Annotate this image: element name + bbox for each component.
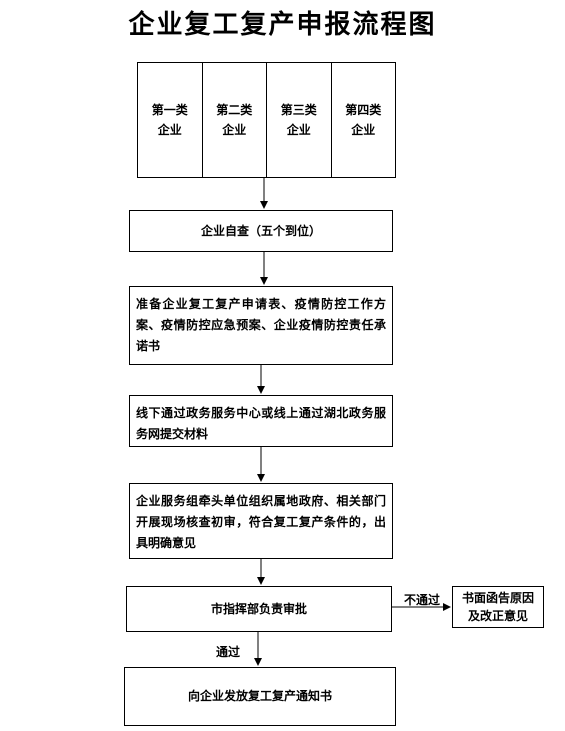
step-reject-text: 书面函告原因及改正意见 [461, 591, 534, 623]
step-inspect: 企业服务组牵头单位组织属地政府、相关部门开展现场核查初审，符合复工复产条件的，出… [129, 483, 393, 559]
step-self-check: 企业自查（五个到位） [129, 210, 393, 252]
category-1-type: 企业 [157, 123, 182, 137]
step-submit-text: 线下通过政务服务中心或线上通过湖北政务服务网提交材料 [136, 406, 386, 441]
step-notify: 向企业发放复工复产通知书 [124, 667, 396, 726]
category-4-type: 企业 [351, 123, 376, 137]
step-approve-text: 市指挥部负责审批 [210, 601, 307, 616]
category-group: 第一类 企业 第二类 企业 第三类 企业 第四类 企业 [137, 62, 396, 178]
category-3-type: 企业 [286, 123, 311, 137]
step-prepare: 准备企业复工复产申请表、疫情防控工作方案、疫情防控应急预案、企业疫情防控责任承诺… [129, 286, 393, 365]
category-4: 第四类 企业 [332, 63, 396, 177]
category-3-name: 第三类 [280, 103, 317, 117]
step-self-check-text: 企业自查（五个到位） [200, 223, 321, 238]
page-title: 企业复工复产申报流程图 [128, 10, 437, 40]
step-submit: 线下通过政务服务中心或线上通过湖北政务服务网提交材料 [129, 395, 393, 447]
category-4-name: 第四类 [345, 103, 382, 117]
step-inspect-text: 企业服务组牵头单位组织属地政府、相关部门开展现场核查初审，符合复工复产条件的，出… [136, 494, 386, 550]
step-prepare-text: 准备企业复工复产申请表、疫情防控工作方案、疫情防控应急预案、企业疫情防控责任承诺… [136, 297, 386, 353]
category-2: 第二类 企业 [203, 63, 267, 177]
category-2-name: 第二类 [216, 103, 253, 117]
step-notify-text: 向企业发放复工复产通知书 [187, 689, 332, 703]
step-reject: 书面函告原因及改正意见 [452, 586, 544, 628]
passed-label: 通过 [216, 645, 241, 659]
category-1: 第一类 企业 [138, 63, 203, 177]
category-1-name: 第一类 [151, 103, 188, 117]
step-approve: 市指挥部负责审批 [126, 586, 392, 632]
category-2-type: 企业 [222, 123, 247, 137]
not-passed-label: 不通过 [404, 593, 441, 607]
category-3: 第三类 企业 [267, 63, 332, 177]
